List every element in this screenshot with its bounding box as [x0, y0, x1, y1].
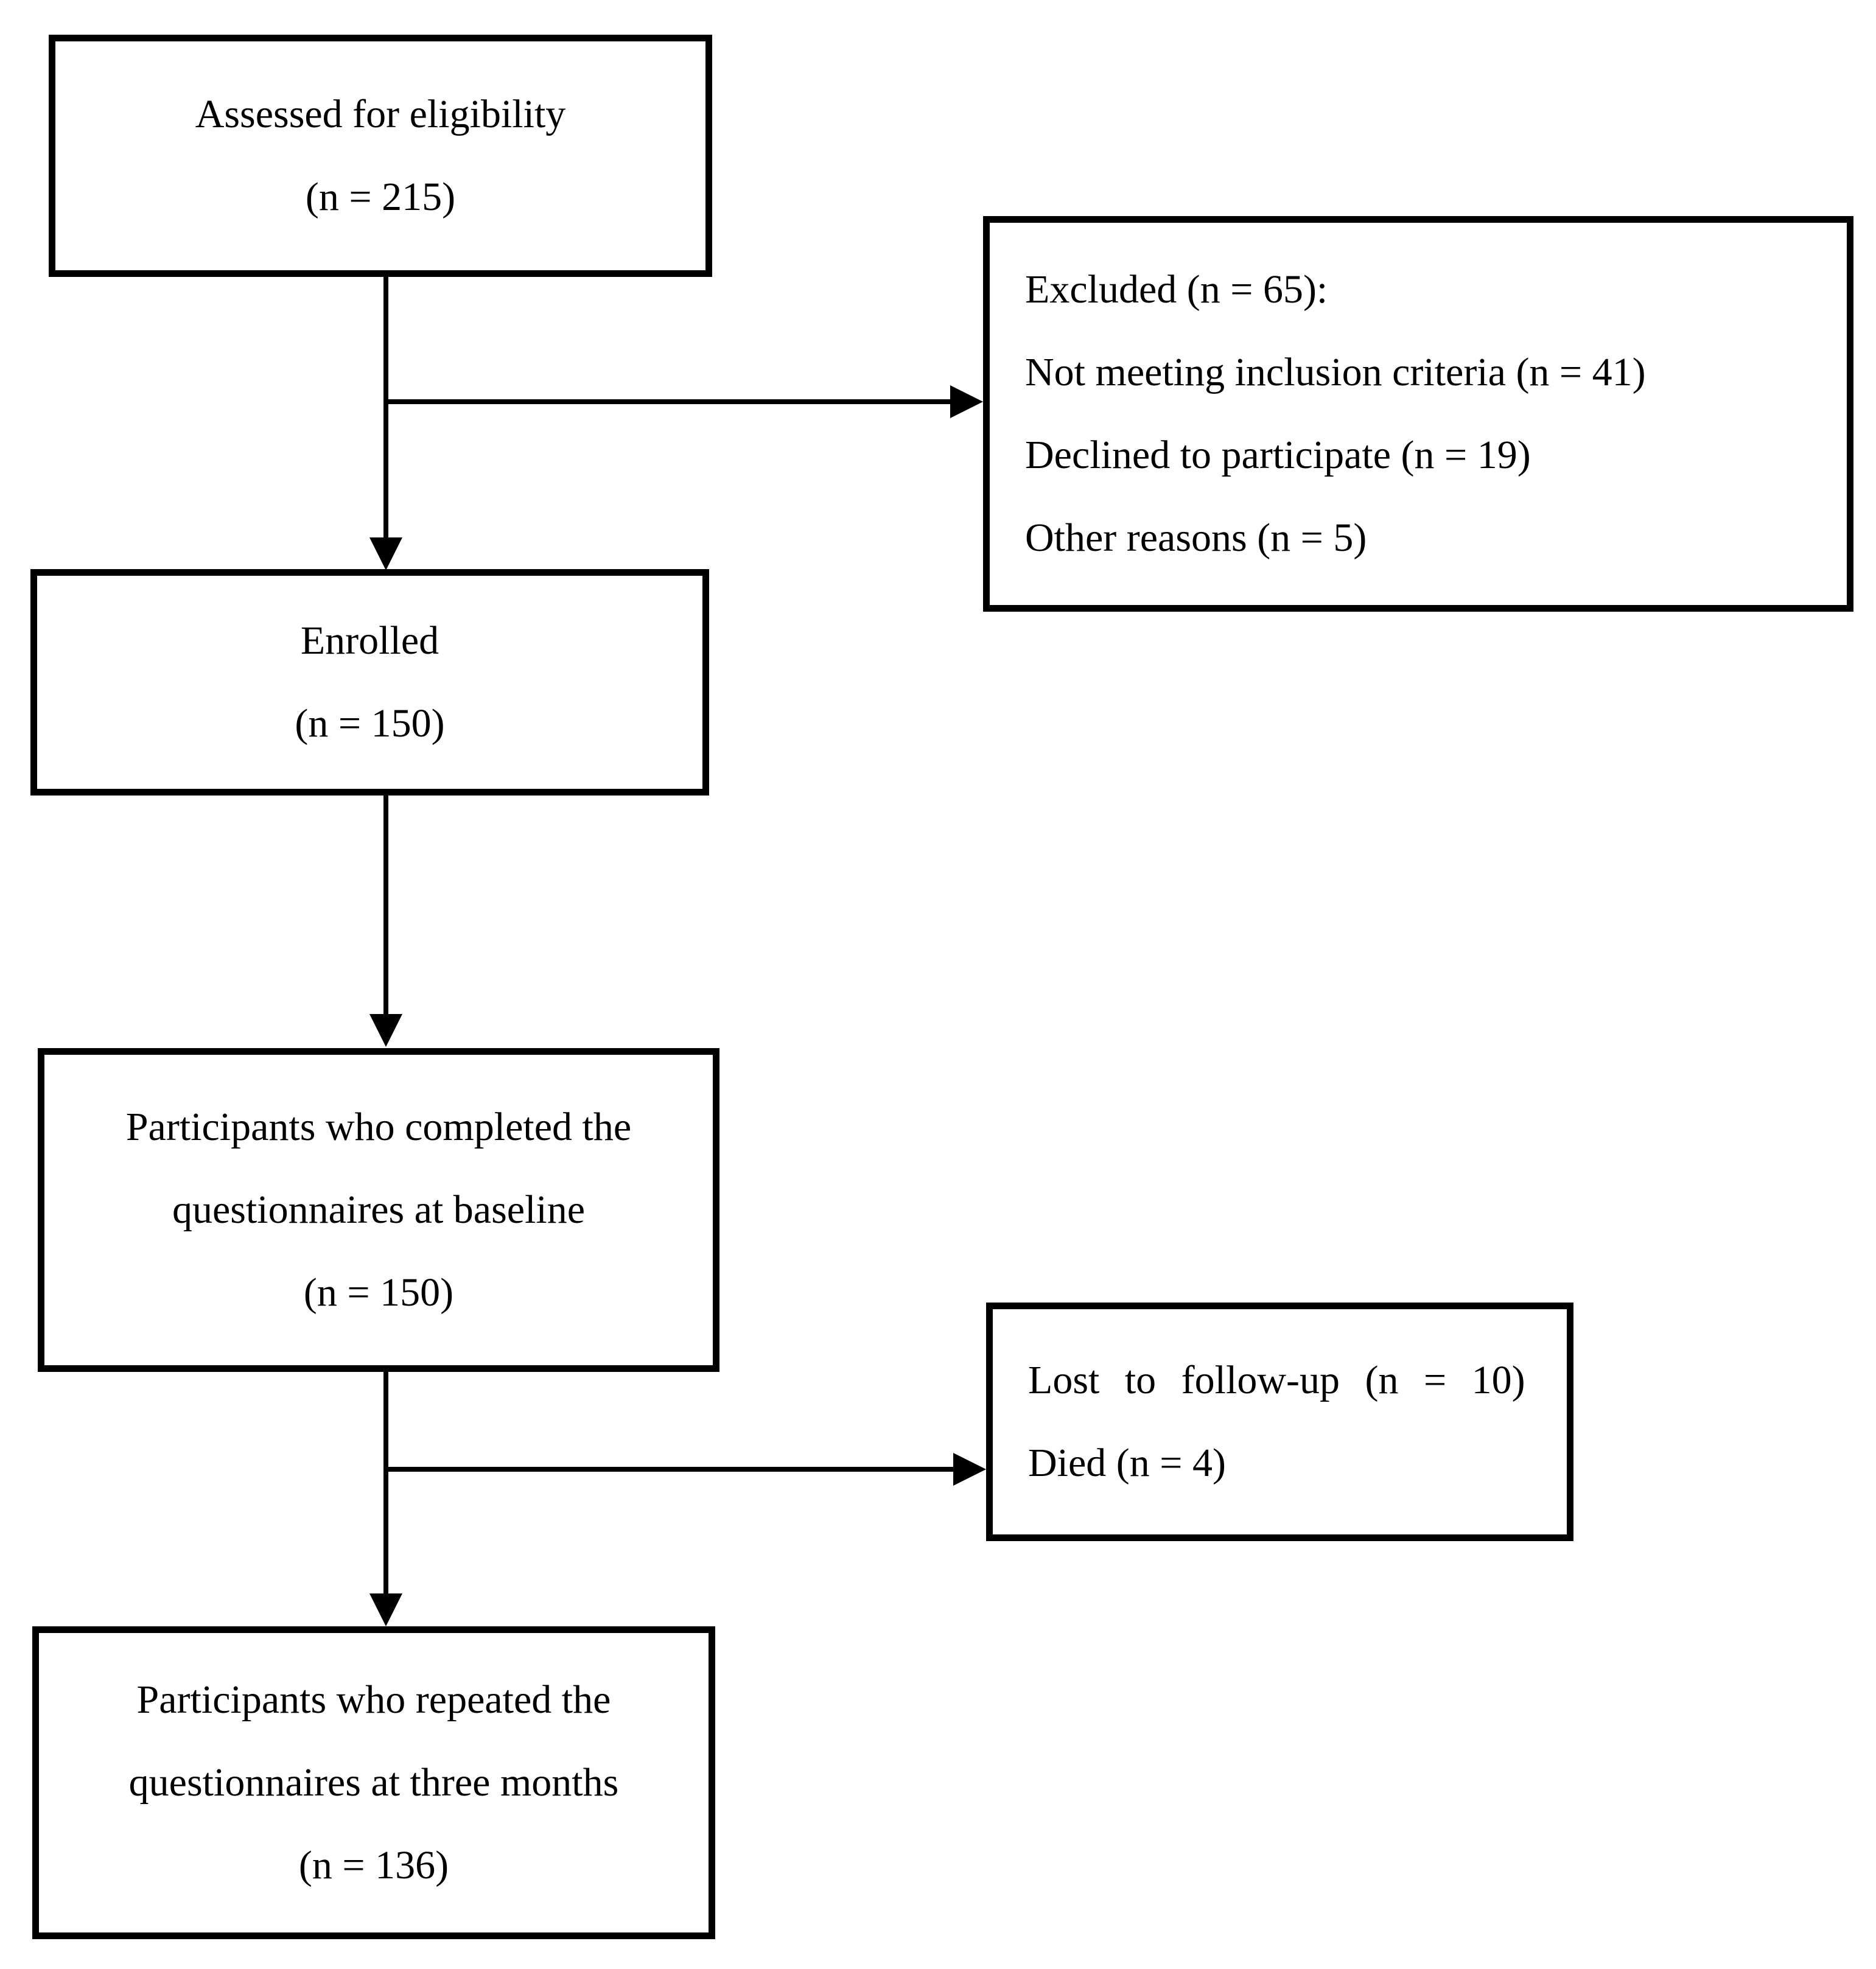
- box-text-line: (n = 150): [303, 1270, 454, 1315]
- box-text-line: Lost to follow-up (n = 10): [1028, 1358, 1525, 1402]
- box-excluded: Excluded (n = 65): Not meeting inclusion…: [983, 216, 1853, 612]
- box-text-line: Declined to participate (n = 19): [1025, 433, 1531, 477]
- connector-enrolled-to-baseline: [383, 796, 388, 1016]
- connector-assessed-to-enrolled: [383, 277, 388, 540]
- box-text-line: (n = 150): [295, 701, 445, 746]
- connector-to-excluded: [383, 399, 953, 404]
- arrowhead-right-icon: [950, 385, 983, 418]
- arrowhead-down-icon: [369, 537, 402, 570]
- box-completed-baseline: Participants who completed the questionn…: [38, 1048, 719, 1372]
- box-enrolled: Enrolled (n = 150): [30, 569, 709, 796]
- connector-baseline-to-three-months: [383, 1372, 388, 1595]
- box-text-line: Not meeting inclusion criteria (n = 41): [1025, 350, 1646, 394]
- box-text-line: Other reasons (n = 5): [1025, 516, 1367, 560]
- box-text-line: Assessed for eligibility: [195, 92, 566, 136]
- box-text-line: Enrolled: [300, 618, 439, 663]
- arrowhead-down-icon: [369, 1593, 402, 1626]
- box-assessed-eligibility: Assessed for eligibility (n = 215): [49, 35, 712, 277]
- box-text-line: questionnaires at baseline: [172, 1187, 586, 1232]
- connector-to-lost: [383, 1467, 956, 1472]
- box-text-line: questionnaires at three months: [128, 1760, 619, 1805]
- arrowhead-down-icon: [369, 1014, 402, 1047]
- box-repeated-three-months: Participants who repeated the questionna…: [32, 1626, 715, 1939]
- box-lost-to-follow-up: Lost to follow-up (n = 10) Died (n = 4): [986, 1303, 1573, 1541]
- box-text-line: (n = 136): [298, 1843, 449, 1887]
- box-text-line: Died (n = 4): [1028, 1441, 1226, 1485]
- box-text-line: (n = 215): [305, 175, 456, 219]
- box-text-line: Excluded (n = 65):: [1025, 267, 1328, 312]
- box-text-line: Participants who completed the: [125, 1105, 632, 1149]
- box-text-line: Participants who repeated the: [136, 1677, 611, 1722]
- arrowhead-right-icon: [953, 1453, 986, 1486]
